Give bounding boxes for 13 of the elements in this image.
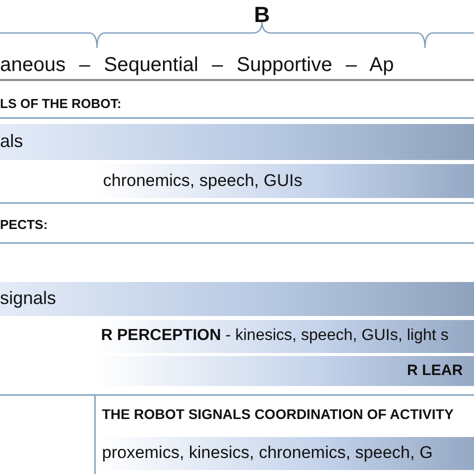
band-text: proxemics, kinesics, chronemics, speech, G	[102, 443, 433, 463]
band-text: als	[0, 131, 24, 152]
section-heading: LS OF THE ROBOT:	[0, 96, 122, 111]
heading-letter: B	[254, 2, 270, 28]
category-row: aneous – Sequential – Supportive – Ap	[0, 54, 394, 77]
section-heading: PECTS:	[0, 217, 48, 232]
section-heading: R LEAR	[407, 362, 463, 379]
gradient-band	[0, 124, 474, 160]
gradient-band	[0, 282, 474, 316]
band-text: chronemics, speech, GUIs	[103, 171, 302, 191]
band-text: R PERCEPTION - kinesics, speech, GUIs, light s	[101, 327, 449, 345]
section-heading: THE ROBOT SIGNALS COORDINATION OF ACTIVITY	[102, 406, 454, 422]
band-text: signals	[0, 288, 56, 309]
